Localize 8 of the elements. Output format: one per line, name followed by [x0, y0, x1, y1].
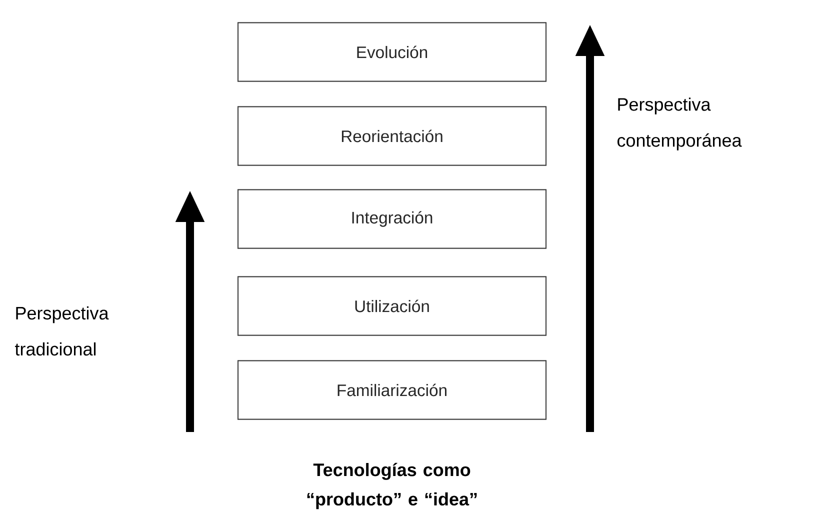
- stage-box: Utilización: [237, 276, 547, 336]
- stage-box: Reorientación: [237, 106, 547, 166]
- side-label: Perspectiva contemporánea: [618, 98, 742, 150]
- stage-box: Familiarización: [237, 360, 547, 420]
- stage-box: Evolución: [237, 22, 547, 82]
- side-label: Perspectiva tradicional: [15, 306, 109, 356]
- stage-box: Integración: [237, 189, 547, 249]
- caption: Tecnologías como “producto” e “idea”: [307, 462, 477, 510]
